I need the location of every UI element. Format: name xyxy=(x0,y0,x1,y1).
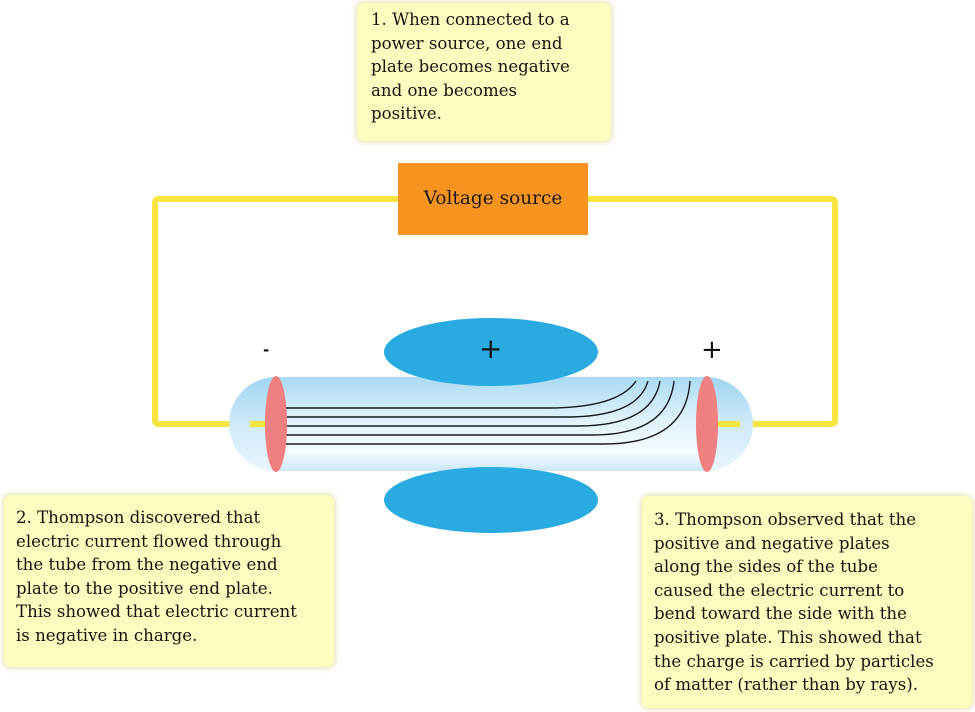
note-power-source: 1. When connected to a power source, one… xyxy=(357,3,611,141)
voltage-source-label: Voltage source xyxy=(423,188,563,209)
negative-end-plate xyxy=(265,376,287,472)
tube-body xyxy=(276,377,706,471)
note-beam-deflection: 3. Thompson observed that the positive a… xyxy=(642,496,972,708)
voltage-source-box xyxy=(398,163,588,235)
cathode-minus-sign: - xyxy=(263,341,270,359)
positive-end-plate xyxy=(696,376,718,472)
top-plate-plus-sign: + xyxy=(479,332,503,365)
electron-beam xyxy=(285,380,691,445)
anode-plus-sign: + xyxy=(701,335,723,365)
negative-deflection-plate xyxy=(384,467,598,533)
cathode-ray-tube xyxy=(228,377,753,471)
positive-deflection-plate xyxy=(384,318,598,386)
note-current-flow: 2. Thompson discovered that electric cur… xyxy=(4,495,334,667)
